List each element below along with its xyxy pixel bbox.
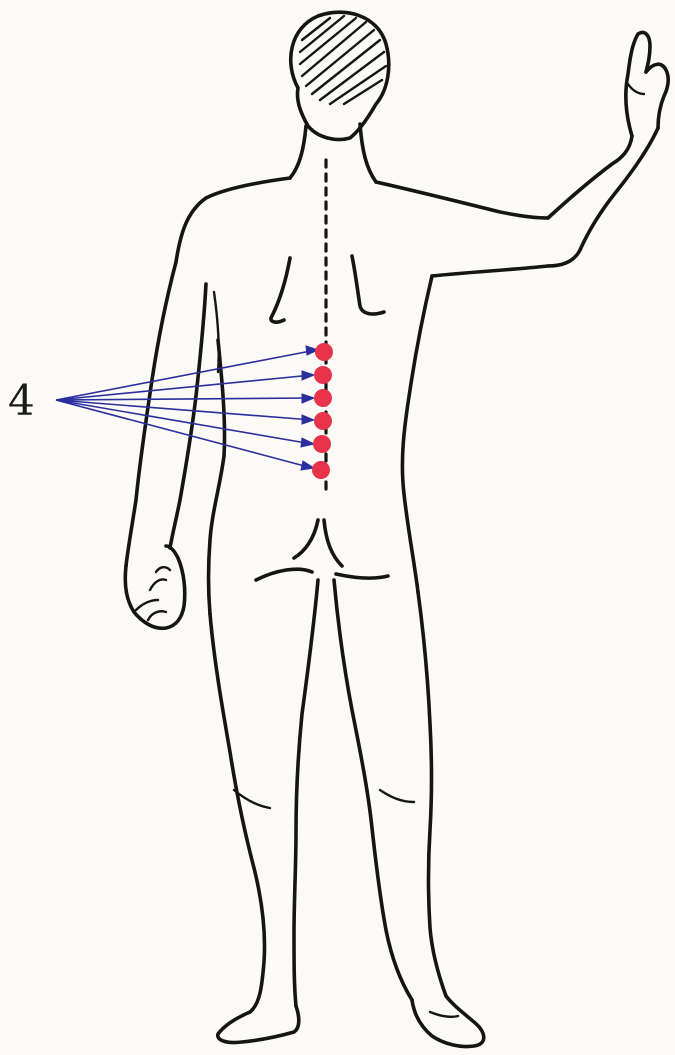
raised-right-arm (432, 33, 668, 277)
pointer-line-1 (56, 350, 316, 400)
acupoint-6 (312, 461, 330, 479)
pointer-line-5 (56, 400, 312, 444)
acupoints (312, 343, 333, 479)
right-scapula (352, 256, 384, 314)
arrowhead-4 (302, 415, 314, 424)
gluteal-cleft (294, 520, 318, 558)
legs (210, 580, 484, 1047)
neck-left (290, 126, 306, 178)
left-scapula (271, 258, 290, 322)
acupoint-1 (315, 343, 333, 361)
pointer-line-3 (56, 398, 312, 400)
gluteal-cleft-right (324, 520, 342, 566)
left-arm (125, 262, 219, 628)
callout-label: 4 (8, 380, 35, 422)
acupoint-4 (314, 412, 332, 430)
left-gluteal-fold (256, 569, 312, 580)
acupoint-5 (313, 435, 331, 453)
hair-hatching (300, 16, 386, 104)
arrowhead-5 (301, 438, 314, 447)
torso-left-side (209, 340, 225, 614)
arrowhead-6 (301, 461, 314, 470)
right-gluteal-fold (336, 574, 388, 578)
torso-right-side (402, 276, 432, 592)
pointer-line-2 (56, 375, 312, 400)
neck-right (360, 124, 376, 182)
right-shoulder (376, 182, 548, 218)
acupoint-2 (314, 366, 332, 384)
arrowhead-2 (302, 371, 314, 380)
head (291, 12, 389, 139)
left-shoulder (176, 178, 290, 262)
arrowhead-3 (302, 394, 314, 403)
acupoint-3 (314, 389, 332, 407)
